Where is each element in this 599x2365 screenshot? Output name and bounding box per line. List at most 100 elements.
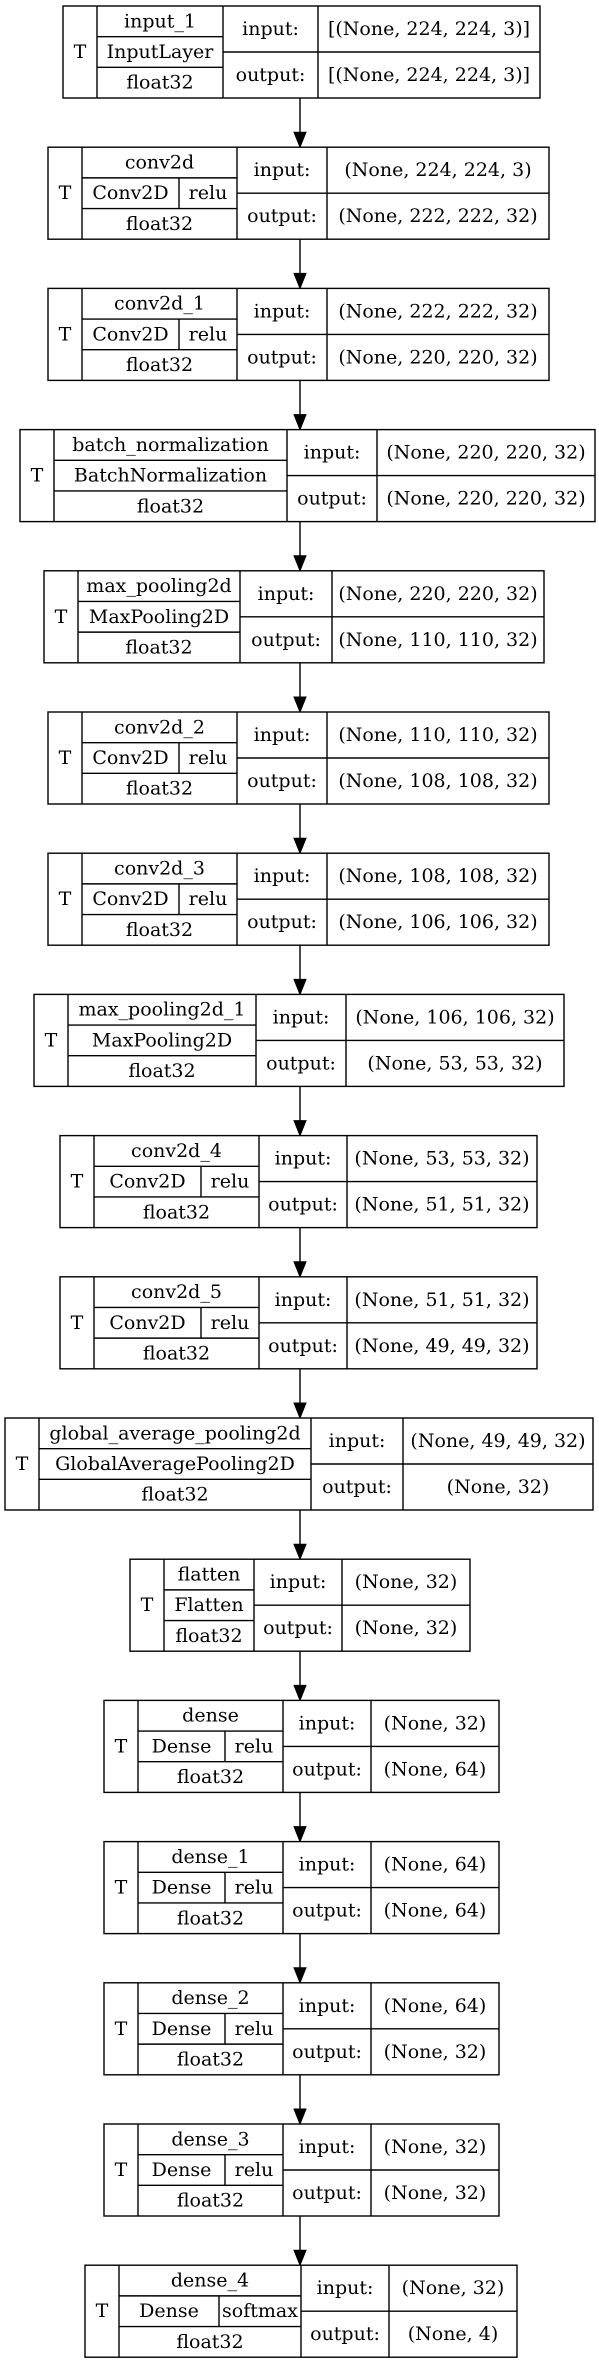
output-shape: (None, 106, 106, 32) (338, 911, 537, 933)
layer-activation: relu (235, 1735, 274, 1757)
output-shape: (None, 64) (384, 1900, 487, 1922)
input-shape: (None, 49, 49, 32) (410, 1430, 585, 1452)
arrowhead (293, 1543, 307, 1561)
layer-name: conv2d_1 (114, 293, 205, 315)
layer-activation: relu (189, 323, 228, 345)
edge-arrow (293, 1651, 307, 1702)
layer-type: Dense (139, 2300, 199, 2322)
trainable-flag: T (31, 465, 44, 487)
output-shape: (None, 32) (447, 1476, 550, 1498)
arrowhead (293, 2249, 307, 2267)
input-shape: (None, 32) (384, 1712, 487, 1734)
arrowhead (293, 837, 307, 855)
output-shape: (None, 64) (384, 1758, 487, 1780)
edge-arrow (293, 2074, 307, 2126)
layer-node-batch_normalization: Tbatch_normalizationBatchNormalizationfl… (19, 428, 596, 523)
input-label: input: (299, 1712, 356, 1734)
edge-arrow (293, 380, 307, 431)
edge-arrow (293, 1510, 307, 1561)
trainable-flag: T (115, 1735, 128, 1757)
output-label: output: (268, 1194, 338, 1216)
input-shape: (None, 108, 108, 32) (338, 865, 537, 887)
arrowhead (293, 696, 307, 714)
layer-name: conv2d_2 (114, 716, 205, 738)
input-label: input: (270, 1571, 327, 1593)
input-shape: (None, 32) (355, 1571, 458, 1593)
input-label: input: (242, 18, 299, 40)
edge-arrow (293, 1792, 307, 1843)
trainable-flag: T (115, 2159, 128, 2181)
input-shape: (None, 106, 106, 32) (355, 1006, 554, 1028)
layer-name: max_pooling2d_1 (79, 999, 246, 1021)
output-label: output: (266, 1052, 336, 1074)
arrowhead (293, 131, 307, 149)
edge-arrow (293, 1086, 307, 1137)
layer-node-flatten: TflattenFlattenfloat32input:output:(None… (129, 1558, 471, 1652)
layer-activation: relu (211, 1171, 250, 1193)
input-shape: (None, 110, 110, 32) (338, 724, 537, 746)
layer-activation: relu (189, 888, 228, 910)
layer-dtype: float32 (143, 1201, 210, 1223)
layer-activation: relu (235, 2018, 274, 2040)
input-label: input: (317, 2277, 374, 2299)
layer-type: Conv2D (109, 1312, 185, 1334)
output-label: output: (297, 488, 367, 510)
layer-dtype: float32 (177, 2190, 244, 2212)
layer-name: dense_3 (171, 2128, 249, 2150)
layer-activation: relu (235, 1877, 274, 1899)
input-label: input: (254, 724, 311, 746)
layer-activation: relu (189, 747, 228, 769)
input-label: input: (254, 159, 311, 181)
input-label: input: (299, 2136, 356, 2158)
input-shape: (None, 220, 220, 32) (338, 583, 537, 605)
layer-type: Dense (152, 1735, 212, 1757)
arrowhead (293, 978, 307, 996)
arrowhead (293, 414, 307, 431)
arrowhead (293, 2108, 307, 2126)
input-shape: (None, 222, 222, 32) (338, 300, 537, 322)
input-shape: (None, 224, 224, 3) (344, 159, 531, 181)
output-label: output: (310, 2323, 380, 2345)
trainable-flag: T (59, 747, 72, 769)
layer-type: Dense (152, 2159, 212, 2181)
trainable-flag: T (45, 1029, 58, 1051)
output-label: output: (236, 64, 306, 86)
trainable-flag: T (59, 888, 72, 910)
layer-dtype: float32 (126, 919, 193, 941)
edge-arrow (293, 2216, 307, 2267)
output-label: output: (251, 629, 321, 651)
input-label: input: (275, 1289, 332, 1311)
trainable-flag: T (55, 606, 68, 628)
layer-dtype: float32 (125, 636, 192, 658)
layer-type: GlobalAveragePooling2D (55, 1453, 295, 1475)
input-label: input: (329, 1430, 386, 1452)
layer-dtype: float32 (126, 778, 193, 800)
layer-type: Conv2D (92, 323, 168, 345)
output-shape: [(None, 224, 224, 3)] (328, 64, 530, 86)
input-shape: (None, 64) (384, 1995, 487, 2017)
trainable-flag: T (71, 1312, 84, 1334)
layer-name: dense (182, 1705, 239, 1727)
edge-arrow (293, 1368, 307, 1420)
output-label: output: (263, 1617, 333, 1639)
output-shape: (None, 51, 51, 32) (354, 1194, 529, 1216)
edge-arrow (293, 521, 307, 573)
layer-dtype: float32 (175, 1625, 242, 1647)
output-shape: (None, 32) (355, 1617, 458, 1639)
trainable-flag: T (115, 1877, 128, 1899)
trainable-flag: T (141, 1594, 154, 1616)
input-shape: (None, 53, 53, 32) (354, 1148, 529, 1170)
arrowhead (293, 1120, 307, 1137)
edge-arrow (293, 1227, 307, 1279)
arrowhead (293, 1684, 307, 1702)
input-label: input: (254, 865, 311, 887)
layer-dtype: float32 (128, 1060, 195, 1082)
trainable-flag: T (59, 323, 72, 345)
output-label: output: (247, 911, 317, 933)
layer-type: BatchNormalization (74, 465, 267, 487)
layer-dtype: float32 (126, 72, 193, 94)
layer-name: input_1 (124, 10, 196, 32)
